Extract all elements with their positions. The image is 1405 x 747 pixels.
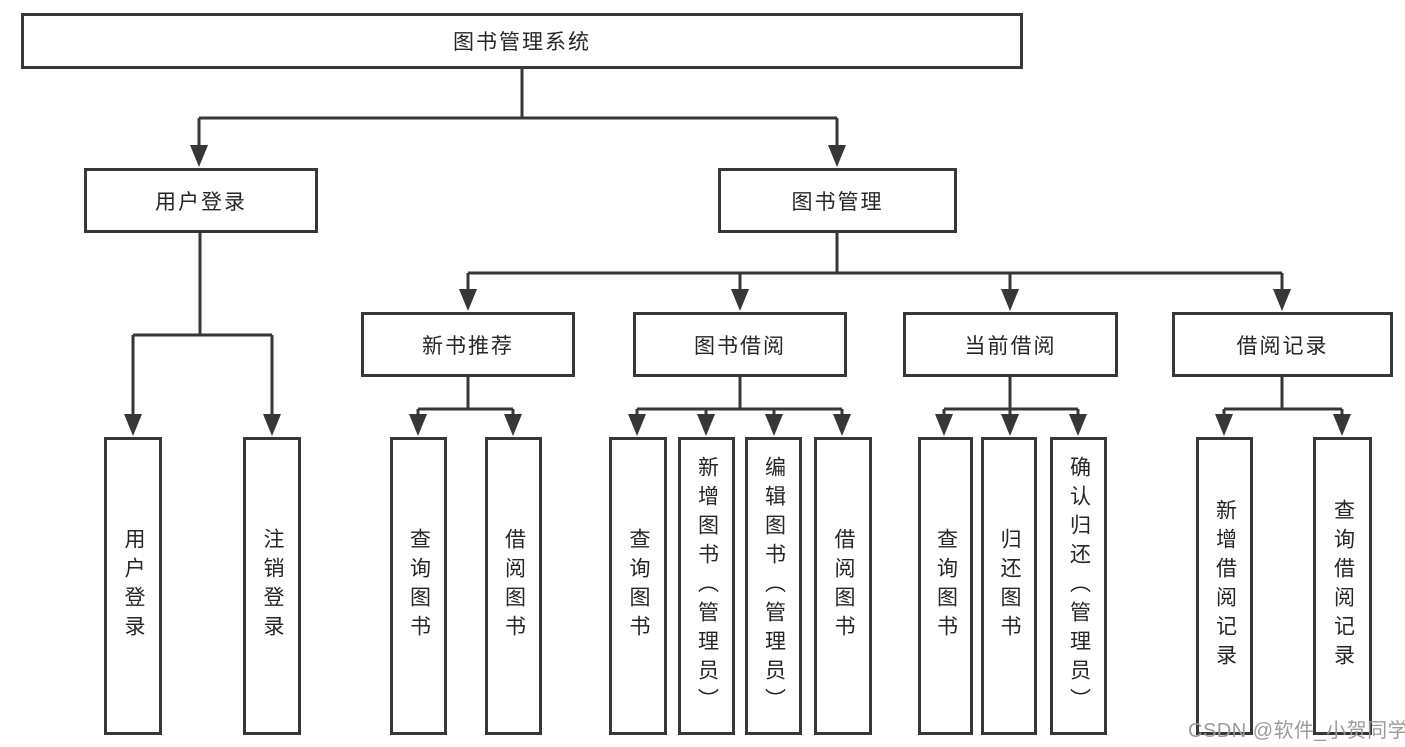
node-current-borrow: 当前借阅 — [903, 312, 1118, 377]
node-leaf-current-query: 查询图书 — [918, 437, 973, 735]
node-leaf-borrow-query: 查询图书 — [609, 437, 667, 735]
node-leaf-borrow-borrow: 借阅图书 — [814, 437, 872, 735]
node-leaf-current-return: 归还图书 — [981, 437, 1037, 735]
node-new-book-recommend: 新书推荐 — [361, 312, 575, 377]
node-book-borrow: 图书借阅 — [633, 312, 847, 377]
node-leaf-current-confirm-admin: 确认归还（管理员） — [1050, 437, 1107, 735]
node-leaf-newbook-borrow: 借阅图书 — [485, 437, 542, 735]
node-leaf-user-login: 用户登录 — [104, 437, 162, 735]
node-leaf-logout: 注销登录 — [243, 437, 301, 735]
node-root: 图书管理系统 — [21, 13, 1023, 69]
node-borrow-records: 借阅记录 — [1172, 312, 1393, 377]
node-leaf-borrow-add-admin: 新增图书（管理员） — [678, 437, 735, 735]
watermark: CSDN @软件_小贺同学 — [1188, 720, 1405, 742]
node-leaf-borrow-edit-admin: 编辑图书（管理员） — [745, 437, 802, 735]
node-leaf-record-query: 查询借阅记录 — [1313, 437, 1372, 735]
node-book-management: 图书管理 — [718, 168, 957, 233]
node-leaf-newbook-query: 查询图书 — [390, 437, 447, 735]
node-leaf-record-add: 新增借阅记录 — [1196, 437, 1253, 735]
node-user-login: 用户登录 — [84, 168, 318, 233]
